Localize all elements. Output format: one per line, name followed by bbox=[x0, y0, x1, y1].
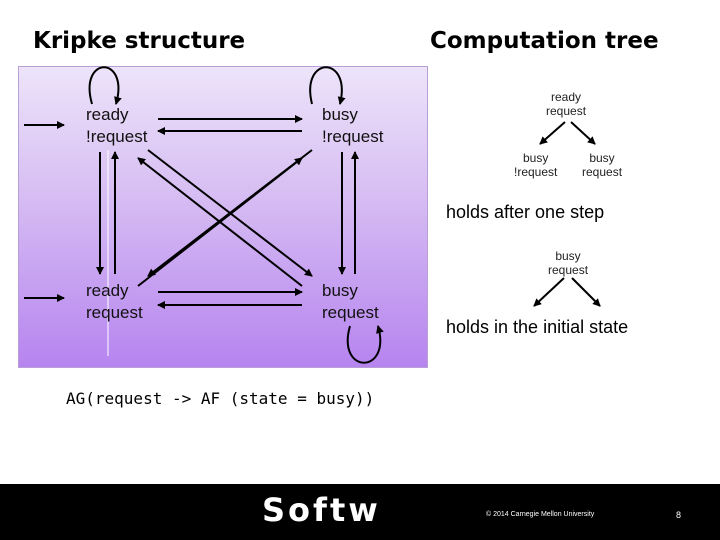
tree1-edge-right bbox=[570, 121, 596, 145]
computation-tree-title: Computation tree bbox=[430, 28, 659, 54]
software-logo: Softw bbox=[262, 491, 381, 529]
tree2-root-node: busy request bbox=[548, 249, 589, 277]
edge-bl-tr bbox=[137, 157, 303, 287]
tree2-edge-left bbox=[533, 277, 565, 307]
tree1-edge-left bbox=[539, 121, 566, 145]
ctl-formula: AG(request -> AF (state = busy)) bbox=[66, 389, 375, 408]
tree1-root-node: ready request bbox=[546, 90, 587, 118]
state-busy-not-request: busy !request bbox=[322, 105, 384, 146]
state-ready-request: ready request bbox=[86, 281, 143, 322]
tree2-caption: holds in the initial state bbox=[446, 317, 629, 337]
self-loop-tl bbox=[88, 66, 122, 105]
tree1-right-node: busy request bbox=[582, 151, 623, 179]
state-ready-not-request: ready !request bbox=[86, 105, 148, 146]
kripke-structure-title: Kripke structure bbox=[33, 28, 246, 54]
tree2-edge-right bbox=[571, 277, 601, 307]
page-number: 8 bbox=[676, 510, 682, 520]
self-loop-tr bbox=[309, 66, 346, 105]
tree1-left-node: busy !request bbox=[514, 151, 558, 179]
copyright-text: © 2014 Carnegie Mellon University bbox=[486, 511, 595, 518]
state-busy-request: busy request bbox=[322, 281, 379, 322]
footer-bar bbox=[0, 484, 720, 540]
tree1-caption: holds after one step bbox=[446, 202, 605, 222]
kripke-structure-panel bbox=[18, 66, 428, 368]
self-loop-br bbox=[346, 325, 384, 364]
